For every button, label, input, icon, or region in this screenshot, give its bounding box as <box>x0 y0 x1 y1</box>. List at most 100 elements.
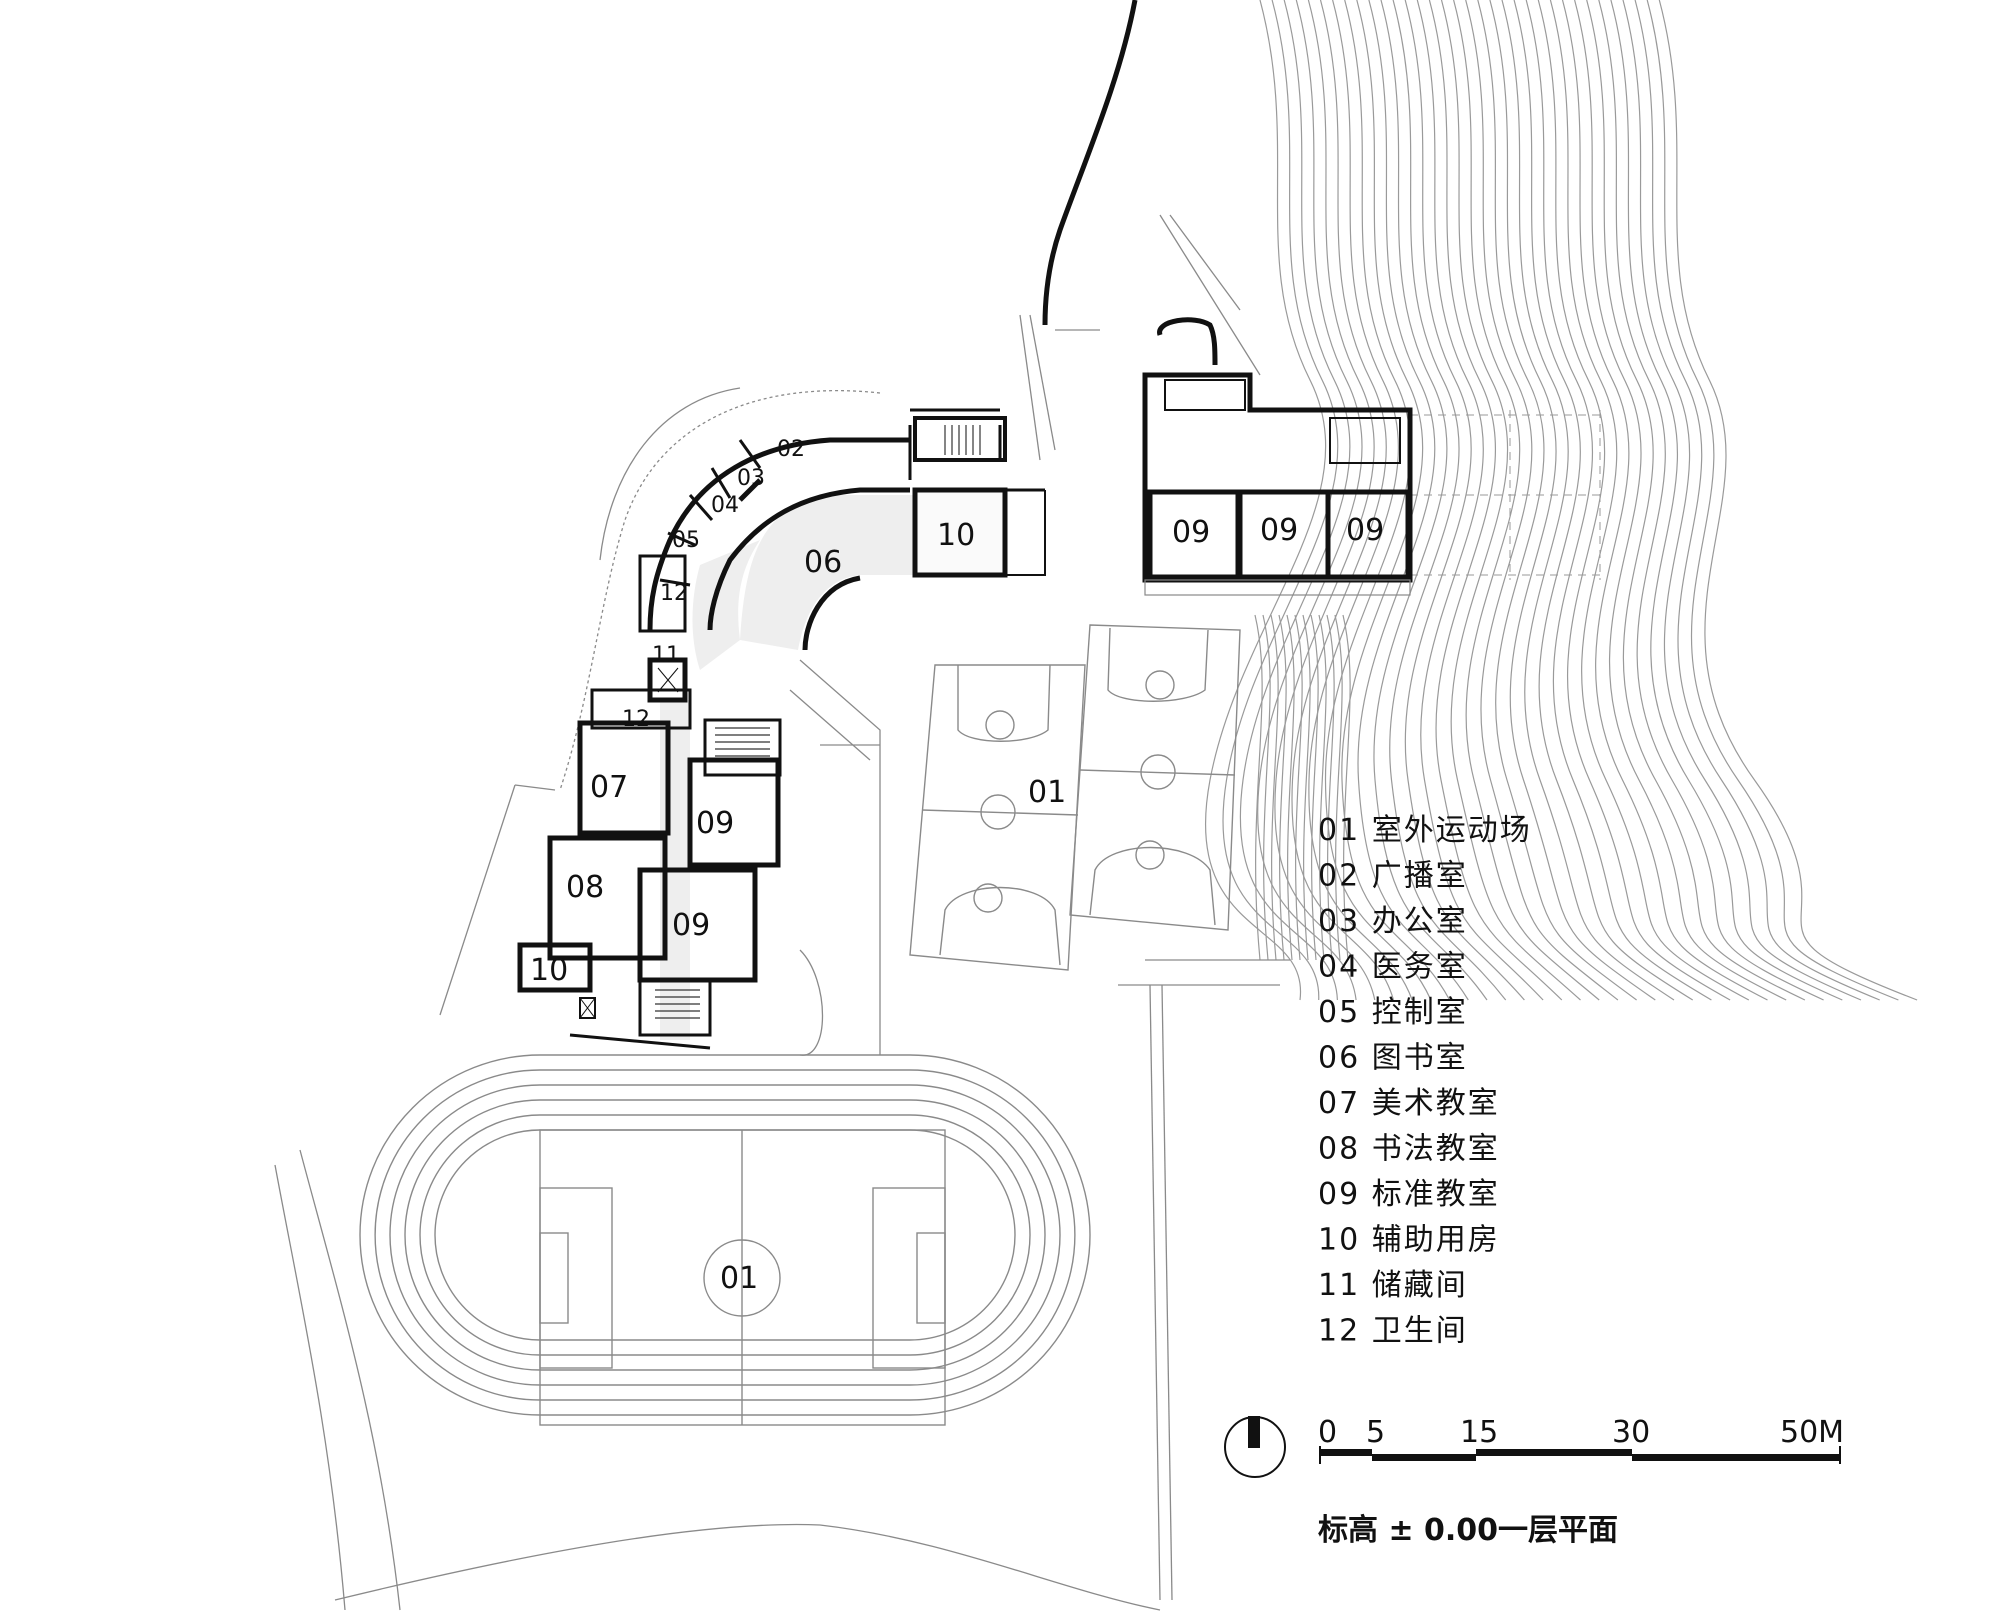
room-aux-south <box>517 942 593 993</box>
survey-grid <box>1410 410 1601 580</box>
contour-line <box>1334 614 1343 961</box>
contour-line <box>1222 0 1339 1001</box>
room-label-aux-south: 10 <box>530 953 568 988</box>
contour-line <box>1342 614 1351 961</box>
room-label-aux-north: 10 <box>937 518 975 553</box>
basketball-court-2 <box>1069 624 1241 931</box>
main-building <box>517 317 1413 1050</box>
east-stair <box>1329 417 1401 464</box>
room-label-storage: 11 <box>652 643 680 668</box>
room-aux-north <box>912 487 1008 578</box>
legend-item: 03 办公室 <box>1318 904 1468 939</box>
running-track <box>359 1054 1091 1416</box>
site-boundary-lines <box>274 214 1290 1611</box>
room-label-std-w2: 09 <box>672 908 710 943</box>
legend-item: 01 室外运动场 <box>1318 813 1532 848</box>
contour-line <box>1440 0 1581 1001</box>
plan-caption: 标高 ± 0.00一层平面 <box>1318 1513 1618 1548</box>
contour-line <box>1513 0 1694 1001</box>
legend-item: 02 广播室 <box>1318 859 1468 894</box>
scale-tick-0: 0 <box>1318 1415 1337 1450</box>
football-field <box>539 1129 946 1426</box>
contour-line <box>1634 0 1880 1001</box>
contour-line <box>1561 0 1768 1001</box>
contour-line <box>1658 0 1918 1001</box>
room-label-toilet-north: 12 <box>660 581 688 606</box>
room-label-library: 06 <box>804 545 842 580</box>
contour-line <box>1270 614 1279 961</box>
contour-line <box>1489 0 1656 1001</box>
room-label-std-e2: 09 <box>1260 513 1298 548</box>
contour-line <box>1274 0 1376 1001</box>
room-label-control: 05 <box>672 528 700 553</box>
contour-line <box>1465 0 1619 1001</box>
legend-item: 05 控制室 <box>1318 995 1468 1030</box>
room-storage <box>647 657 688 703</box>
contour-line <box>1537 0 1731 1001</box>
contour-line <box>1574 0 1787 1001</box>
contour-line <box>1326 614 1335 961</box>
room-label-field-south: 01 <box>720 1261 758 1296</box>
contour-line <box>1586 0 1806 1001</box>
legend-item: 04 医务室 <box>1318 950 1468 985</box>
room-calligraphy <box>547 835 668 961</box>
shaft-south <box>579 997 596 1019</box>
scale-tick-50m: 50M <box>1780 1415 1844 1450</box>
contour-line <box>1646 0 1899 1001</box>
contour-line <box>1501 0 1675 1001</box>
contour-line <box>1310 614 1319 961</box>
contour-line <box>1257 0 1363 1001</box>
room-label-std-w1: 09 <box>696 806 734 841</box>
contour-line <box>1373 0 1488 1001</box>
scale-bar: 0 5 15 30 50M <box>1318 1415 1844 1464</box>
scale-tick-5: 5 <box>1366 1415 1385 1450</box>
legend-item: 10 辅助用房 <box>1318 1223 1500 1258</box>
contour-line <box>1404 0 1525 1001</box>
contour-line <box>1324 0 1432 1001</box>
contour-line <box>1622 0 1862 1001</box>
contour-line <box>1598 0 1824 1001</box>
contour-line <box>1291 0 1395 1001</box>
room-label-calligraphy: 08 <box>566 870 604 905</box>
contour-line <box>1262 614 1271 961</box>
contour-line <box>1453 0 1600 1001</box>
contour-line <box>1428 0 1563 1001</box>
contour-line <box>1416 0 1544 1001</box>
room-label-art: 07 <box>590 770 628 805</box>
legend-item: 12 卫生间 <box>1318 1314 1468 1349</box>
room-label-medical: 04 <box>711 493 739 518</box>
north-arrow-icon <box>1224 1416 1286 1478</box>
contour-line <box>1525 0 1712 1001</box>
contour-line <box>1549 0 1750 1001</box>
contour-line <box>1477 0 1637 1001</box>
room-std-w1 <box>687 757 781 868</box>
contour-line <box>1286 614 1295 961</box>
contour-line <box>1389 0 1507 1001</box>
scale-tick-30: 30 <box>1612 1415 1650 1450</box>
room-toilet-south <box>590 688 692 730</box>
contour-line <box>1308 0 1413 1001</box>
room-label-broadcast: 02 <box>777 437 805 462</box>
stair-middle <box>703 718 782 777</box>
room-label-office: 03 <box>737 466 765 491</box>
contour-line <box>1254 614 1263 961</box>
room-labels: 01 01 02 03 04 05 06 10 07 08 10 09 09 0… <box>530 437 1384 1296</box>
scale-tick-15: 15 <box>1460 1415 1498 1450</box>
contour-line <box>1357 0 1469 1001</box>
room-label-std-e3: 09 <box>1346 513 1384 548</box>
contour-line <box>1318 614 1327 961</box>
room-label-std-e1: 09 <box>1172 515 1210 550</box>
north-road-edge <box>1042 0 1138 326</box>
legend-item: 09 标准教室 <box>1318 1177 1500 1212</box>
room-label-field-north: 01 <box>1028 775 1066 810</box>
contour-line <box>1341 0 1451 1001</box>
contour-line <box>1278 614 1287 961</box>
legend-item: 11 储藏间 <box>1318 1268 1468 1303</box>
curved-corridor-shade <box>692 540 760 670</box>
contour-line <box>1294 614 1303 961</box>
legend-item: 08 书法教室 <box>1318 1132 1500 1167</box>
contour-line <box>1302 614 1311 961</box>
contour-line <box>1204 0 1327 1001</box>
